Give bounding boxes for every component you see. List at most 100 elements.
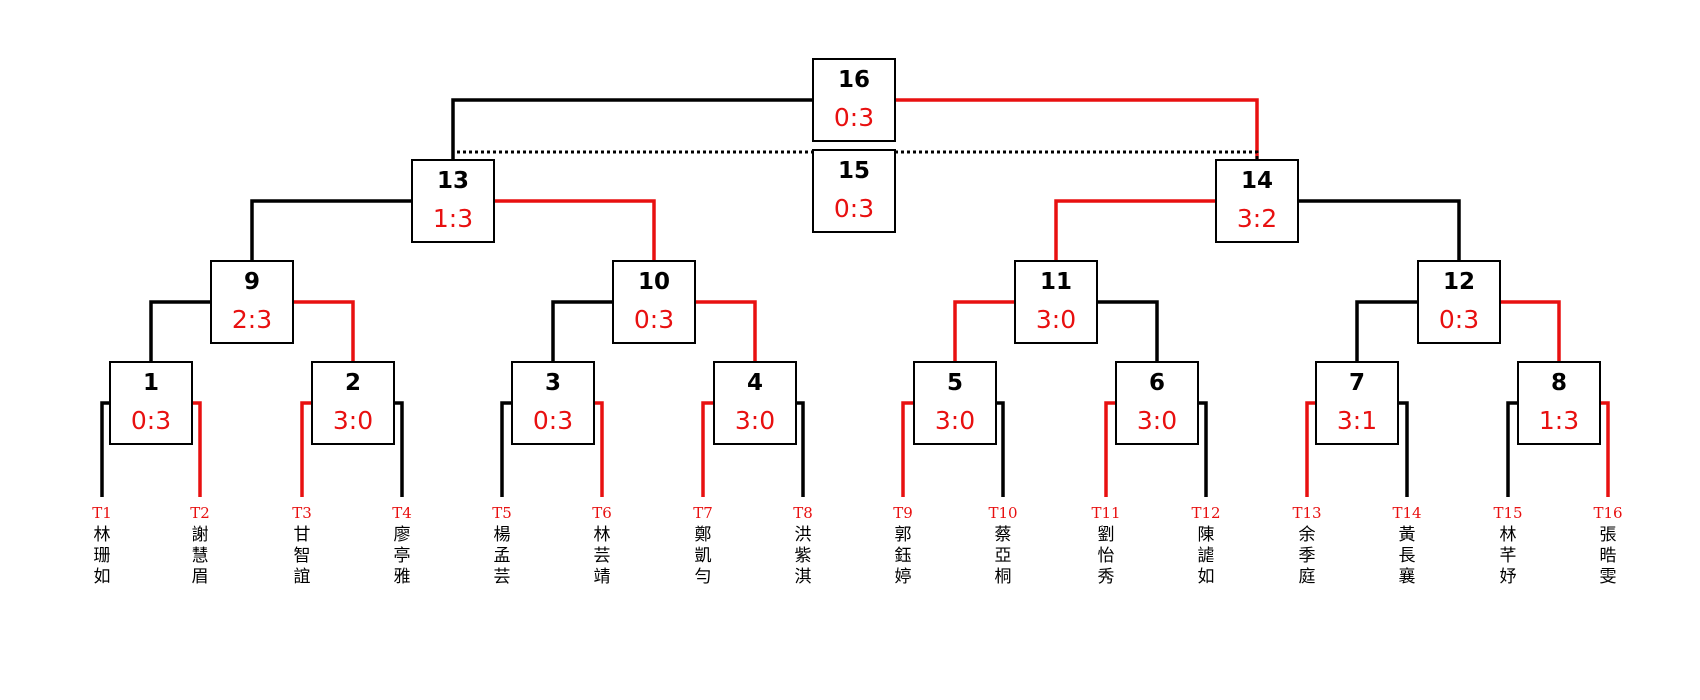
match-box-frame <box>913 361 997 445</box>
player-seed: T13 <box>1292 504 1321 522</box>
match-number: 14 <box>1241 168 1273 194</box>
player-name-char: 雯 <box>1600 567 1617 587</box>
player-name-char: 謝 <box>192 525 209 545</box>
player-seed: T14 <box>1392 504 1421 522</box>
player-name-char: 如 <box>94 567 111 587</box>
match-box: 30:3 <box>511 361 595 445</box>
player-name-char: 鄭 <box>695 525 712 545</box>
connector-line <box>1600 401 1610 497</box>
match-score: 0:3 <box>634 305 674 334</box>
match-box-frame <box>1115 361 1199 445</box>
player-name-char: 芸 <box>594 546 611 566</box>
player-name-char: 誼 <box>294 567 311 587</box>
match-score: 0:3 <box>834 194 874 223</box>
player-name-char: 余 <box>1299 525 1316 545</box>
match-box-frame <box>1417 260 1501 344</box>
match-boxes: 10:323:030:343:053:063:073:181:392:3100:… <box>109 58 1601 445</box>
player-name: 黃長襄 <box>1399 525 1416 587</box>
player-name-char: 如 <box>1198 567 1215 587</box>
match-box-frame <box>1517 361 1601 445</box>
player-seed: T9 <box>893 504 913 522</box>
player-seed: T10 <box>988 504 1017 522</box>
player-seed: T7 <box>693 504 713 522</box>
player-list: T1林珊如T2謝慧眉T3甘智誼T4廖亭雅T5楊孟芸T6林芸靖T7鄭凱勻T8洪紫淇… <box>92 504 1622 587</box>
player-name-char: 長 <box>1399 546 1416 566</box>
player-seed: T2 <box>190 504 210 522</box>
match-box: 73:1 <box>1315 361 1399 445</box>
player-name-char: 靖 <box>594 567 611 587</box>
connector-line <box>451 98 813 160</box>
player-name-char: 孟 <box>494 546 511 566</box>
connector-line <box>1500 300 1561 362</box>
match-score: 3:0 <box>935 406 975 435</box>
connector-line <box>1198 401 1208 497</box>
match-number: 4 <box>747 370 763 396</box>
player-name-char: 智 <box>294 546 311 566</box>
match-box-frame <box>511 361 595 445</box>
player-name-char: 勻 <box>695 567 712 587</box>
player-name-char: 桐 <box>995 567 1012 587</box>
match-number: 2 <box>345 370 361 396</box>
connector-line <box>1054 199 1216 261</box>
player-name-char: 蔡 <box>995 525 1012 545</box>
match-box: 131:3 <box>411 159 495 243</box>
match-box: 81:3 <box>1517 361 1601 445</box>
player-name-char: 謔 <box>1198 546 1215 566</box>
player-name-char: 晧 <box>1600 546 1617 566</box>
match-box: 10:3 <box>109 361 193 445</box>
connector-line <box>149 300 211 362</box>
match-box: 100:3 <box>612 260 696 344</box>
player-name-char: 慧 <box>192 546 209 566</box>
match-score: 3:0 <box>1036 305 1076 334</box>
player-entry: T2 謝慧眉 <box>190 504 210 587</box>
player-name: 余季庭 <box>1299 525 1316 587</box>
player-name-char: 郭 <box>895 525 912 545</box>
player-name: 張晧雯 <box>1600 525 1617 587</box>
player-name: 陳謔如 <box>1198 525 1215 587</box>
player-name-char: 洪 <box>795 525 812 545</box>
connector-line <box>1398 401 1409 497</box>
match-box: 150:3 <box>812 149 896 233</box>
match-number: 11 <box>1040 269 1072 295</box>
connector-line <box>796 401 805 497</box>
player-name-char: 凱 <box>695 546 712 566</box>
connector-line <box>701 401 714 497</box>
player-seed: T6 <box>592 504 612 522</box>
match-score: 0:3 <box>131 406 171 435</box>
match-number: 6 <box>1149 370 1165 396</box>
match-number: 10 <box>638 269 670 295</box>
player-name-char: 廖 <box>394 525 411 545</box>
match-box: 43:0 <box>713 361 797 445</box>
connector-line <box>996 401 1005 497</box>
match-box: 23:0 <box>311 361 395 445</box>
player-name-char: 雅 <box>394 567 411 587</box>
player-seed: T15 <box>1493 504 1522 522</box>
player-name-char: 林 <box>1500 525 1517 545</box>
connector-line <box>594 401 604 497</box>
match-box: 160:3 <box>812 58 896 142</box>
player-seed: T4 <box>392 504 412 522</box>
match-number: 3 <box>545 370 561 396</box>
player-name-char: 眉 <box>192 567 209 587</box>
player-name-char: 林 <box>594 525 611 545</box>
match-box-frame <box>210 260 294 344</box>
player-name-char: 林 <box>94 525 111 545</box>
match-box-frame <box>812 58 896 142</box>
match-box-frame <box>1215 159 1299 243</box>
match-box-frame <box>612 260 696 344</box>
match-box-frame <box>812 149 896 233</box>
player-entry: T6 林芸靖 <box>592 504 612 587</box>
match-box-frame <box>411 159 495 243</box>
player-name: 林珊如 <box>94 525 111 587</box>
match-score: 2:3 <box>232 305 272 334</box>
player-name-char: 季 <box>1299 546 1316 566</box>
connector-line <box>250 199 412 261</box>
connector-line <box>300 401 312 497</box>
player-name-char: 秀 <box>1098 567 1115 587</box>
